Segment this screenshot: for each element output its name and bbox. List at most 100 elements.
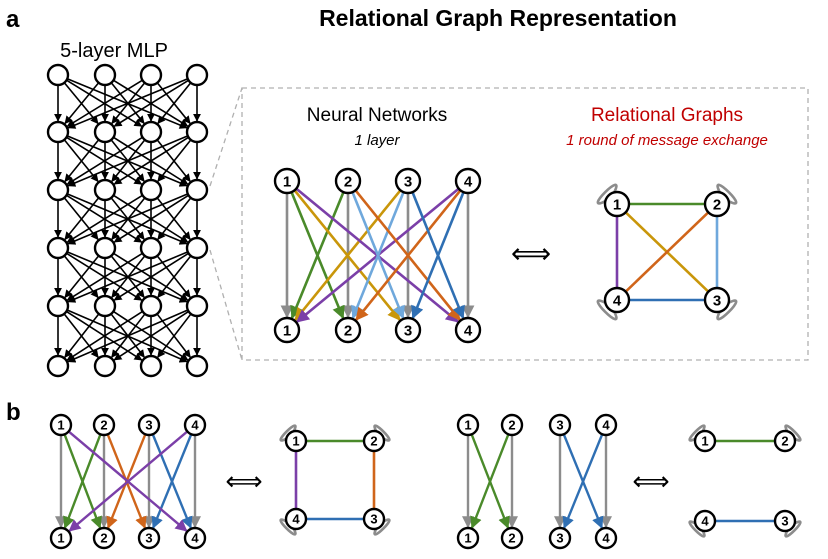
zoom-line-top <box>209 87 243 187</box>
nn-a-output-node-label: 1 <box>283 322 291 339</box>
rg-b1-node <box>362 429 386 453</box>
rg-a-self-loop <box>596 183 618 205</box>
rg-b1-node <box>284 429 308 453</box>
nn-a-input-node-label: 3 <box>404 173 412 190</box>
nn-b2-edge <box>470 433 510 529</box>
rg-a-self-loop <box>596 299 618 321</box>
nn-b2-output-node <box>548 526 572 550</box>
mlp-edge <box>66 136 143 185</box>
nn-b1-input-node-label: 1 <box>57 418 64 433</box>
nn-b2-input-node-label: 1 <box>464 418 471 433</box>
mlp-neuron <box>139 120 163 144</box>
mlp-edge <box>64 255 100 299</box>
mlp-neuron <box>185 120 209 144</box>
mlp-edge <box>64 139 100 183</box>
rg-b1-node-label: 1 <box>292 434 299 449</box>
mlp-neuron <box>93 63 117 87</box>
mlp-neuron <box>93 178 117 202</box>
nn-b1-output-node <box>92 526 116 550</box>
rg-b1-node-label: 3 <box>370 512 377 527</box>
rg-b2-self-loop <box>688 520 706 538</box>
nn-b2-output-node-label: 2 <box>508 531 515 546</box>
mlp-edge <box>157 139 192 183</box>
nn-b2-output-node <box>456 526 480 550</box>
rg-b2-node <box>693 429 717 453</box>
mlp-edge <box>66 252 143 301</box>
nn-a-input-node <box>394 167 422 195</box>
mlp-neuron <box>185 294 209 318</box>
nn-subtitle: 1 layer <box>354 132 400 149</box>
rg-b2-self-loop <box>688 424 706 442</box>
mlp-edge <box>157 197 192 241</box>
nn-a-output-node <box>273 316 301 344</box>
rg-b1-node-label: 4 <box>292 512 300 527</box>
nn-b1-input-node-label: 2 <box>100 418 107 433</box>
rg-title: Relational Graphs <box>591 105 743 126</box>
rg-b1-self-loop <box>373 518 391 536</box>
panel-b-letter: b <box>6 399 21 426</box>
mlp-edge <box>113 136 189 185</box>
mlp-neuron <box>93 354 117 378</box>
nn-b1-output-node-label: 4 <box>191 531 199 546</box>
rg-a-node-label: 3 <box>713 292 721 309</box>
rg-a-node <box>603 286 631 314</box>
nn-b1-output-node <box>183 526 207 550</box>
mlp-neuron <box>185 178 209 202</box>
mlp-edge <box>64 82 100 125</box>
nn-a-edge <box>351 191 405 320</box>
panel-a-letter: a <box>6 6 20 33</box>
mlp-edge <box>66 194 143 243</box>
rg-b1-node-label: 2 <box>370 434 377 449</box>
nn-b1-edge <box>63 433 102 529</box>
rg-b2-node-label: 1 <box>701 434 708 449</box>
equiv-a: ⟺ <box>511 238 551 269</box>
nn-b1-input-node-label: 4 <box>191 418 199 433</box>
mlp-neuron <box>139 178 163 202</box>
nn-b2-output-node <box>500 526 524 550</box>
rg-a-node <box>703 190 731 218</box>
nn-b2-input-node-label: 2 <box>508 418 515 433</box>
nn-a-output-node-label: 4 <box>464 322 473 339</box>
nn-a-output-node <box>454 316 482 344</box>
nn-b1-output-node <box>137 526 161 550</box>
nn-a-input-node-label: 1 <box>283 173 291 190</box>
rg-a-node-label: 4 <box>613 292 622 309</box>
nn-b1-output-node-label: 3 <box>145 531 152 546</box>
nn-b2-input-node-label: 4 <box>602 418 610 433</box>
rg-a-node <box>603 190 631 218</box>
nn-b2-input-node-label: 3 <box>556 418 563 433</box>
rg-b2-node-label: 2 <box>781 434 788 449</box>
nn-b1-input-node <box>49 413 73 437</box>
nn-b1-input-node-label: 3 <box>145 418 152 433</box>
rg-b2-node-label: 4 <box>701 514 709 529</box>
nn-b2-input-node <box>456 413 480 437</box>
nn-b1-output-node <box>49 526 73 550</box>
mlp-neuron <box>139 294 163 318</box>
nn-b2-input-node <box>594 413 618 437</box>
mlp-edge <box>157 255 192 299</box>
nn-b2-output-node-label: 4 <box>602 531 610 546</box>
mlp-edge <box>113 79 189 127</box>
nn-b1-output-node-label: 1 <box>57 531 64 546</box>
rg-a-self-loop <box>716 183 738 205</box>
rg-b2-self-loop <box>784 424 802 442</box>
mlp-edge <box>66 310 144 361</box>
zoom-box <box>241 87 809 361</box>
mlp-edge <box>157 313 192 358</box>
mlp-edge <box>66 79 143 127</box>
mlp-edge <box>157 82 192 125</box>
rg-a-self-loop <box>716 299 738 321</box>
mlp-edge <box>67 309 189 363</box>
nn-a-input-node <box>454 167 482 195</box>
rg-b2-node <box>773 509 797 533</box>
mlp-neuron <box>46 294 70 318</box>
nn-b2-output-node <box>594 526 618 550</box>
nn-a-input-node-label: 4 <box>464 173 473 190</box>
mlp-neuron <box>139 63 163 87</box>
nn-b2-input-node <box>500 413 524 437</box>
mlp-neuron <box>46 354 70 378</box>
nn-a-output-node-label: 3 <box>404 322 412 339</box>
